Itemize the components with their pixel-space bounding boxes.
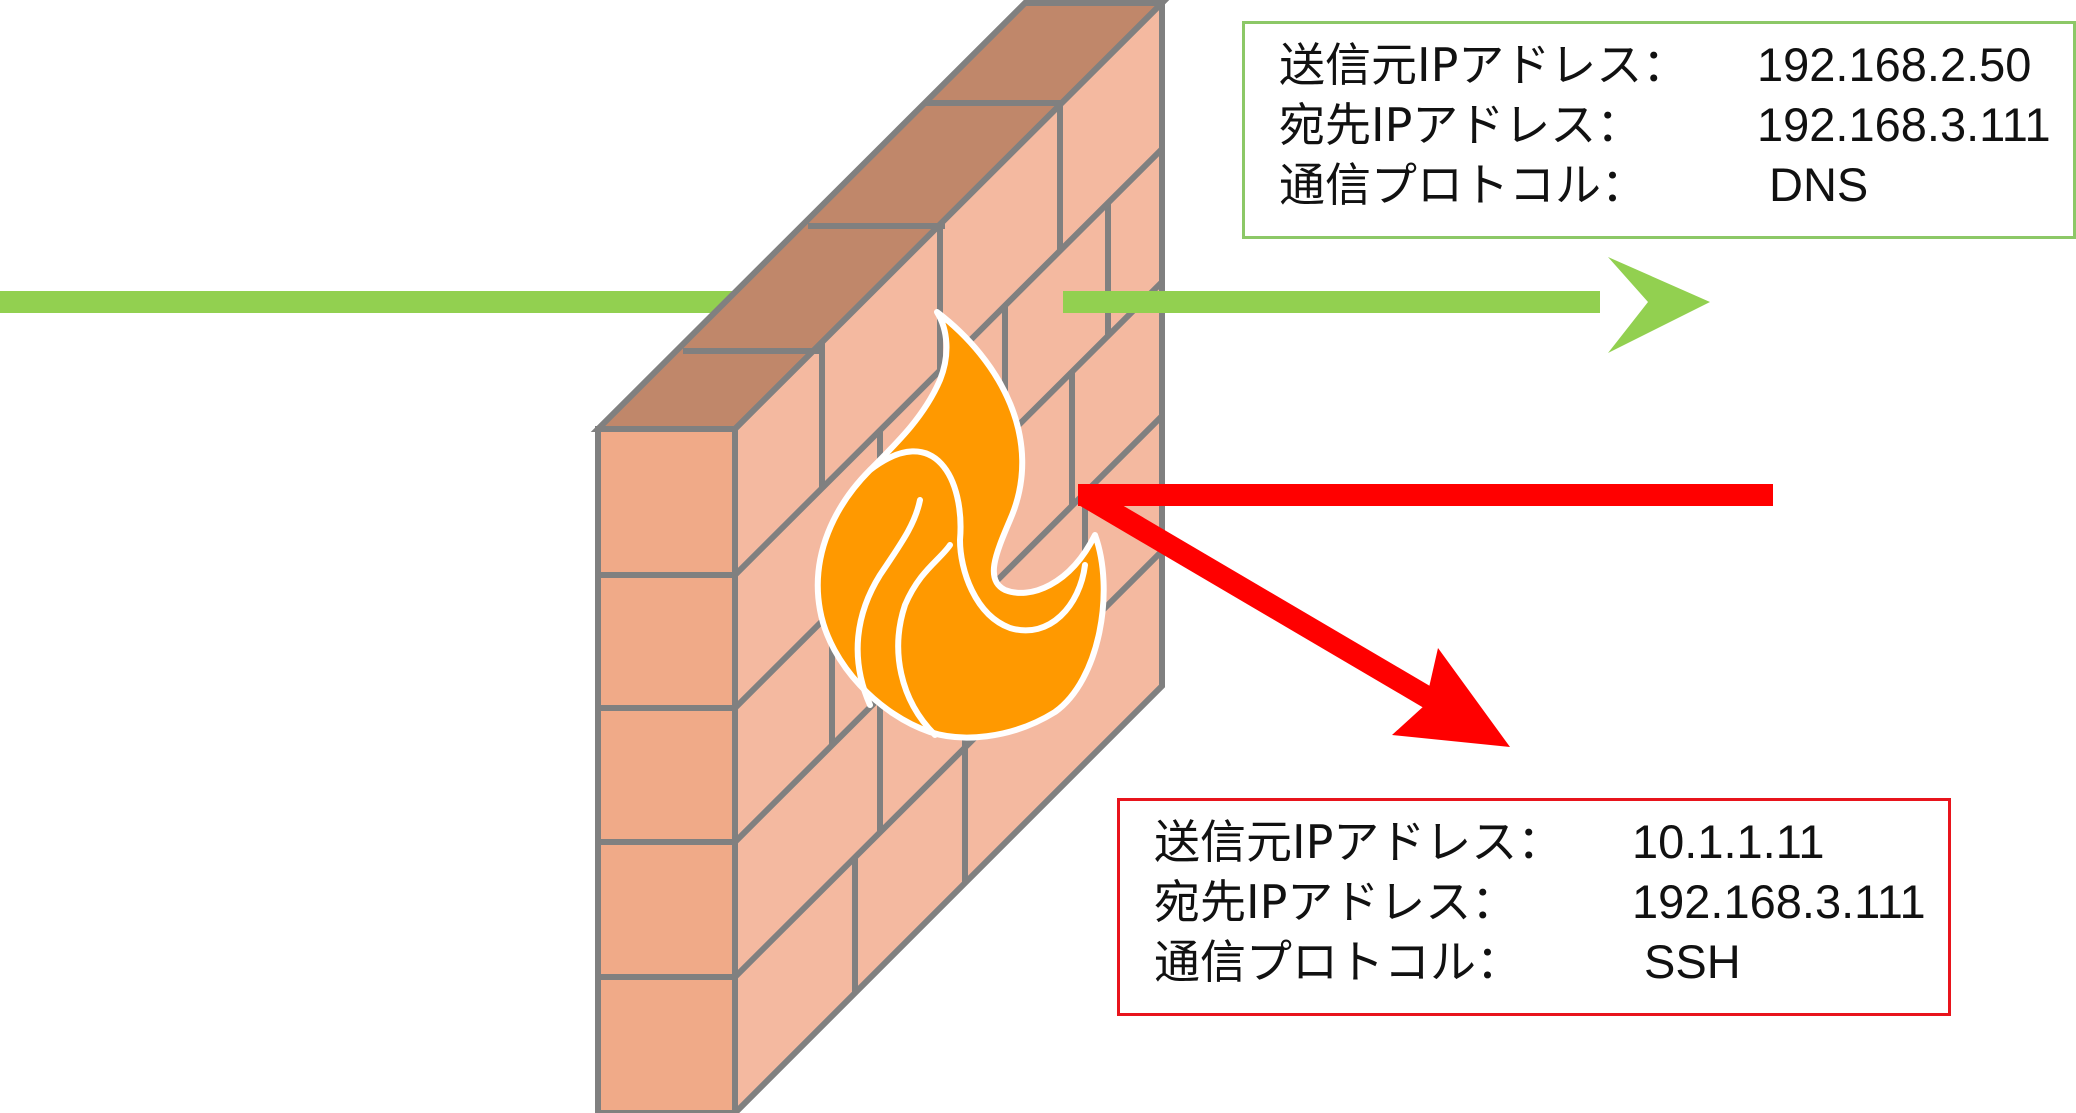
dest-ip-label: 宛先IPアドレス：: [1154, 875, 1518, 929]
dest-ip-value: 192.168.3.111: [1757, 98, 2051, 151]
protocol-label: 通信プロトコル：: [1154, 935, 1522, 989]
protocol-label: 通信プロトコル：: [1279, 158, 1647, 212]
dest-ip-label: 宛先IPアドレス：: [1279, 98, 1643, 152]
source-ip-label: 送信元IPアドレス：: [1154, 815, 1564, 869]
blocked-flow-arrow: [1078, 484, 1773, 747]
dest-ip-value: 192.168.3.111: [1632, 875, 1926, 928]
blocked-packet-info-box: 送信元IPアドレス： 10.1.1.11 宛先IPアドレス： 192.168.3…: [1117, 798, 1951, 1016]
source-ip-value: 10.1.1.11: [1632, 815, 1825, 868]
protocol-value: SSH: [1644, 935, 1741, 988]
blocked-arrowhead: [1392, 648, 1510, 747]
allowed-arrowhead: [1608, 257, 1710, 353]
allowed-flow-arrow: [1063, 257, 1710, 353]
flame-icon: [814, 309, 1107, 741]
allowed-packet-info-box: 送信元IPアドレス： 192.168.2.50 宛先IPアドレス： 192.16…: [1242, 21, 2076, 239]
source-ip-value: 192.168.2.50: [1757, 38, 2032, 91]
source-ip-label: 送信元IPアドレス：: [1279, 38, 1689, 92]
protocol-value: DNS: [1769, 158, 1869, 211]
wall-front-face: [595, 426, 738, 1113]
